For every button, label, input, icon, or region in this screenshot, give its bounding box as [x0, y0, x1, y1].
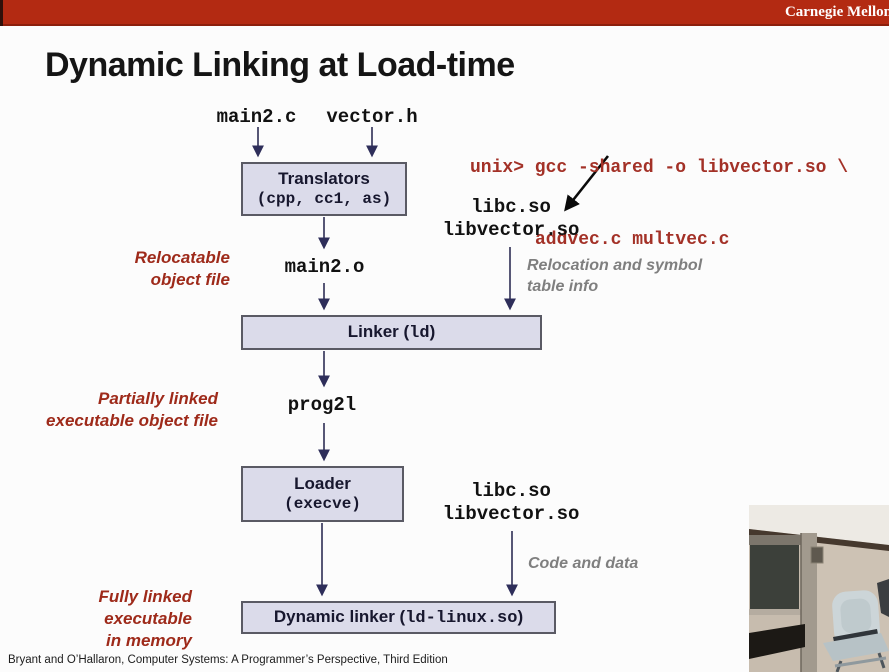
- webcam-window-dark: [750, 545, 799, 609]
- lib-libvector-top: libvector.so: [442, 219, 580, 241]
- loader-box: Loader (execve): [241, 466, 404, 522]
- webcam-chair-base: [834, 656, 887, 668]
- webcam-window-header: [749, 535, 801, 545]
- webcam-chair-mesh: [840, 598, 872, 634]
- label-fully-line3: in memory: [106, 631, 192, 650]
- label-partially-linked: Partially linked executable object file: [5, 388, 218, 432]
- dynamic-linker-box-label: Dynamic linker (ld-linux.so): [274, 607, 523, 628]
- note-relocation-info-line2: table info: [527, 278, 599, 295]
- carnegie-mellon-wordmark: Carnegie Mellon: [784, 4, 889, 20]
- loader-box-title: Loader: [294, 474, 351, 493]
- slide-title: Dynamic Linking at Load-time: [45, 46, 515, 84]
- header-bar: Carnegie Mellon: [0, 0, 889, 26]
- label-partially-line1: Partially linked: [98, 389, 218, 408]
- file-prog2l: prog2l: [287, 394, 357, 416]
- dynamic-linker-label-post: ): [517, 607, 524, 626]
- terminal-command-line2: addvec.c multvec.c: [535, 230, 730, 250]
- label-partially-line2: executable object file: [46, 411, 218, 430]
- file-main2o: main2.o: [284, 256, 365, 278]
- webcam-scene: [749, 505, 889, 672]
- terminal-command-line1: unix> gcc -shared -o libvector.so \: [470, 158, 849, 178]
- translators-box-title: Translators: [278, 169, 370, 188]
- linker-box-label: Linker (ld): [348, 322, 435, 343]
- file-main2c: main2.c: [216, 106, 297, 128]
- shared-libs-top: libc.so libvector.so: [421, 196, 601, 242]
- attribution-footer: Bryant and O’Hallaron, Computer Systems:…: [8, 654, 448, 666]
- webcam-video-overlay: [749, 505, 889, 672]
- label-fully-line2: executable: [104, 609, 192, 628]
- lib-libc-bottom: libc.so: [471, 480, 551, 502]
- loader-box-sub: (execve): [284, 495, 361, 513]
- terminal-command: unix> gcc -shared -o libvector.so \ addv…: [470, 108, 848, 300]
- translators-box-sub: (cpp, cc1, as): [256, 190, 392, 208]
- label-relocatable-line1: Relocatable: [134, 248, 230, 267]
- webcam-projection-screen: [749, 505, 889, 545]
- dynamic-linker-label-pre: Dynamic linker (: [273, 607, 406, 626]
- translators-box: Translators (cpp, cc1, as): [241, 162, 407, 216]
- shared-libs-bottom: libc.so libvector.so: [421, 480, 601, 526]
- note-code-and-data: Code and data: [528, 555, 639, 572]
- label-relocatable-object-file: Relocatable object file: [30, 247, 230, 291]
- dynamic-linker-label-mono: ld-linux.so: [405, 609, 518, 628]
- webcam-dark-object: [877, 579, 889, 617]
- webcam-screen-rim: [749, 529, 889, 551]
- linker-label-post: ): [429, 322, 436, 341]
- webcam-window-sill: [749, 609, 801, 615]
- webcam-wall-box: [810, 546, 824, 564]
- webcam-chair-leg-right: [877, 652, 886, 669]
- note-relocation-info-line1: Relocation and symbol: [527, 257, 703, 274]
- linker-label-mono: ld: [409, 324, 430, 343]
- header-bar-left-edge: [0, 0, 3, 26]
- file-vectorh: vector.h: [326, 106, 418, 128]
- linker-box: Linker (ld): [241, 315, 542, 350]
- lib-libvector-bottom: libvector.so: [442, 503, 580, 525]
- webcam-chair-seat: [823, 633, 889, 661]
- label-fully-line1: Fully linked: [98, 587, 192, 606]
- note-relocation-info: Relocation and symbol table info: [527, 255, 702, 297]
- label-relocatable-line2: object file: [150, 270, 230, 289]
- label-fully-linked: Fully linked executable in memory: [20, 586, 192, 652]
- lib-libc-top: libc.so: [471, 196, 551, 218]
- dynamic-linker-box: Dynamic linker (ld-linux.so): [241, 601, 556, 634]
- linker-label-pre: Linker (: [347, 322, 410, 341]
- webcam-table: [749, 624, 805, 659]
